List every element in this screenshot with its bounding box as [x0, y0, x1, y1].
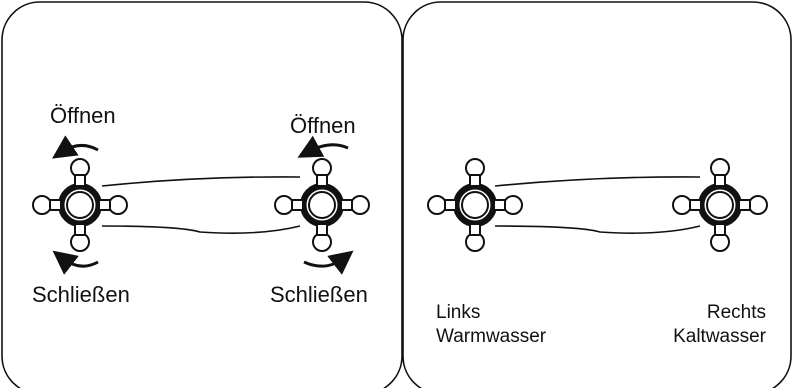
faucet-body-left	[101, 176, 301, 234]
label-close-left: Schließen	[32, 282, 130, 307]
caption-right-line2: Kaltwasser	[673, 326, 767, 347]
caption-left-line2: Warmwasser	[436, 326, 547, 347]
arrow-open-icon	[52, 135, 99, 159]
arrow-open-icon	[297, 135, 349, 158]
caption-left-line1: Links	[436, 302, 480, 323]
label-close-right: Schließen	[270, 282, 368, 307]
label-open-right: Öffnen	[290, 113, 356, 138]
label-open-left: Öffnen	[50, 103, 116, 128]
faucet-body-right	[494, 176, 701, 234]
left-panel	[1, 1, 403, 388]
arrow-close-icon	[303, 250, 354, 275]
arrow-close-icon	[52, 250, 99, 275]
right-panel	[402, 1, 792, 388]
caption-right-line1: Rechts	[707, 302, 766, 323]
